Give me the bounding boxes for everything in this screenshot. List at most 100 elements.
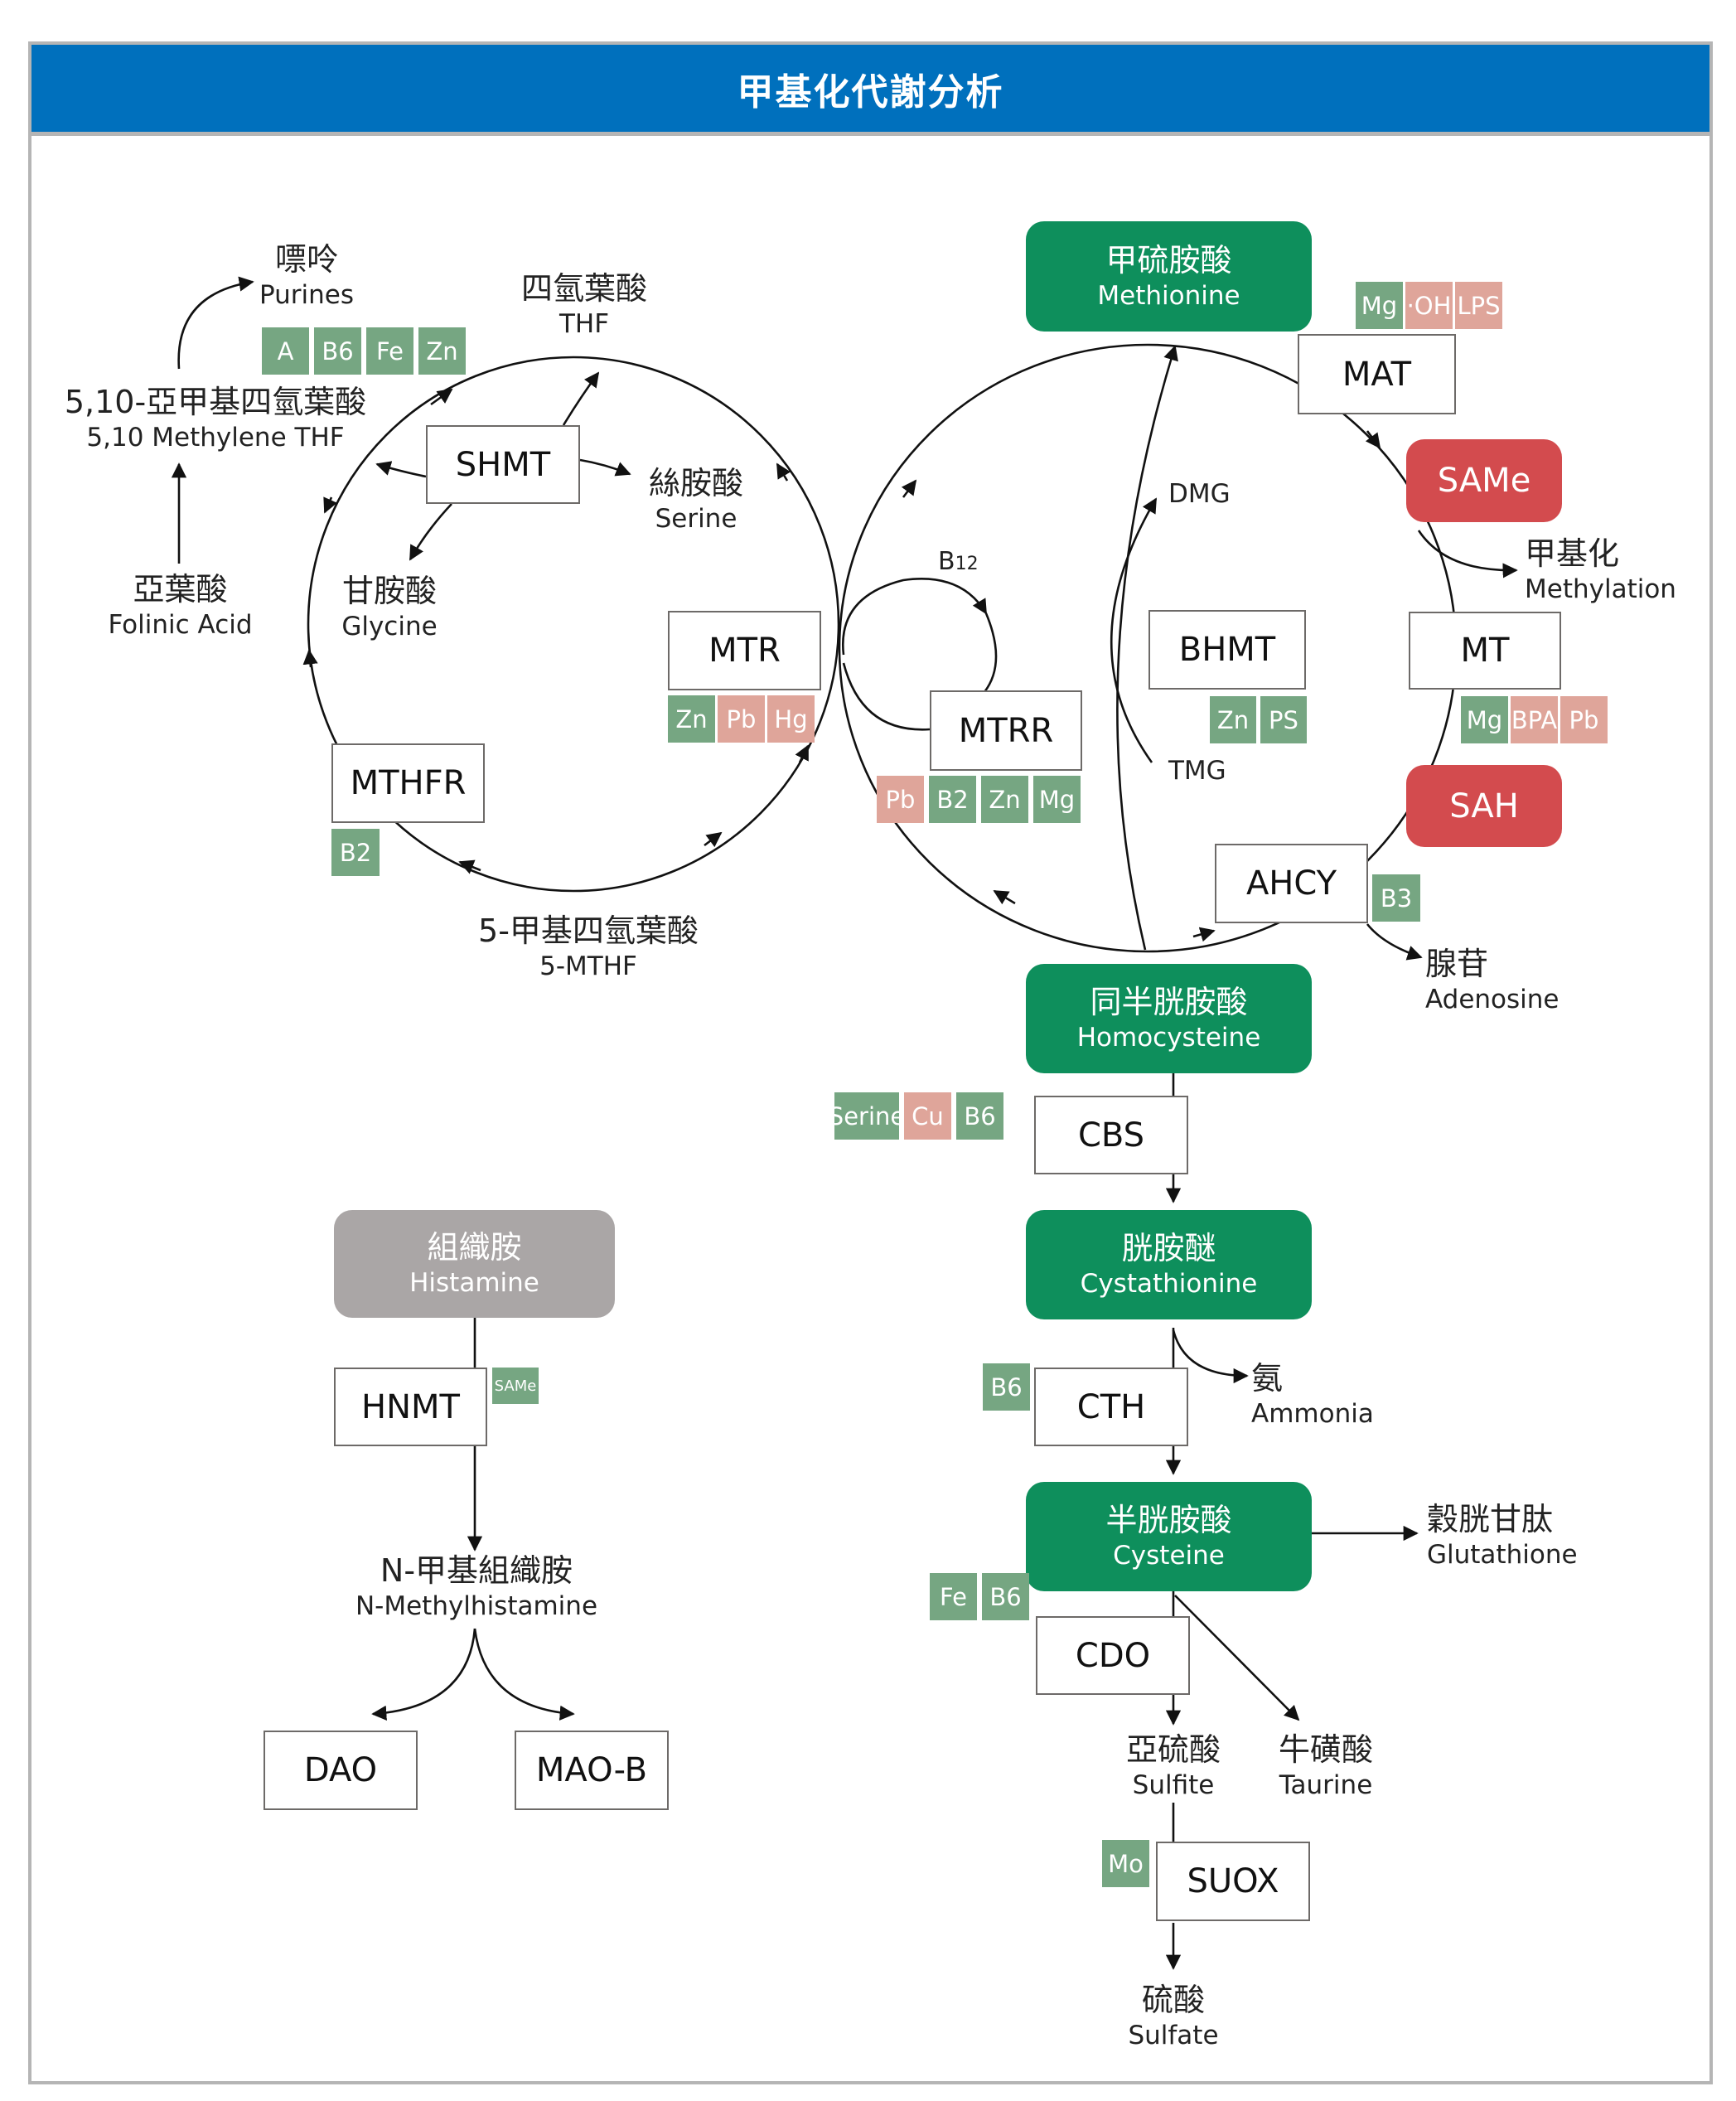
n-methylhistamine-label: N-甲基組織胺 N-Methylhistamine	[355, 1552, 598, 1621]
sulfite-label: 亞硫酸 Sulfite	[1125, 1731, 1221, 1800]
taurine-label: 牛磺酸 Taurine	[1278, 1731, 1373, 1800]
enzyme-ahcy[interactable]: AHCY	[1215, 844, 1368, 923]
folate-ring-arrow	[795, 744, 810, 763]
bhmt-cofactors: Zn PS	[1210, 696, 1307, 743]
purines-label: 嘌呤 Purines	[259, 241, 355, 310]
cofactor-badge: B6	[314, 327, 361, 375]
enzyme-mthfr[interactable]: MTHFR	[331, 743, 485, 823]
enzyme-suox[interactable]: SUOX	[1156, 1842, 1310, 1921]
enzyme-mao-b[interactable]: MAO-B	[515, 1731, 669, 1810]
cofactor-badge: B3	[1372, 874, 1420, 922]
enzyme-mt[interactable]: MT	[1409, 612, 1561, 690]
enzyme-mtrr[interactable]: MTRR	[930, 690, 1082, 771]
folate-ring-arrow	[302, 649, 318, 668]
tmg-label: TMG	[1168, 756, 1226, 786]
cofactor-badge: B2	[331, 829, 380, 876]
b12-loop	[841, 578, 988, 656]
metabolite-homocysteine[interactable]: 同半胱胺酸 Homocysteine	[1026, 964, 1312, 1073]
enzyme-cbs[interactable]: CBS	[1034, 1096, 1188, 1174]
cofactor-badge: Zn	[1210, 696, 1256, 743]
methylation-label: 甲基化 Methylation	[1525, 535, 1676, 604]
metabolite-histamine[interactable]: 組織胺 Histamine	[334, 1210, 615, 1318]
enzyme-shmt[interactable]: SHMT	[426, 425, 580, 504]
cofactor-badge: Mg	[1356, 282, 1403, 329]
enzyme-hnmt[interactable]: HNMT	[334, 1368, 487, 1446]
enzyme-mtr[interactable]: MTR	[668, 611, 821, 690]
mt-cofactors: Mg BPA Pb	[1461, 696, 1608, 743]
inhibitor-badge: Pb	[877, 776, 924, 823]
shmt-to-thf-arrow	[562, 371, 600, 426]
inhibitor-badge: Cu	[904, 1092, 951, 1140]
folinic-acid-label: 亞葉酸 Folinic Acid	[108, 571, 253, 640]
ammonia-label: 氨 Ammonia	[1251, 1360, 1374, 1429]
cofactor-badge: SAMe	[492, 1368, 539, 1404]
cofactor-badge: Fe	[930, 1573, 977, 1620]
adenosine-label: 腺苷 Adenosine	[1425, 946, 1559, 1014]
folate-cycle-ring	[307, 356, 840, 893]
cbs-cofactors: Serine Cu B6	[829, 1092, 1003, 1140]
folate-ring-arrow	[776, 462, 791, 482]
enzyme-bhmt[interactable]: BHMT	[1148, 610, 1306, 690]
cofactor-badge: Mg	[1461, 696, 1508, 743]
inhibitor-badge: Hg	[767, 695, 815, 743]
metabolite-methionine[interactable]: 甲硫胺酸 Methionine	[1026, 221, 1312, 332]
b12-label: B12	[938, 547, 979, 576]
b12-loop-lower	[983, 612, 998, 693]
cofactor-badge: B6	[956, 1092, 1003, 1140]
mthf-label: 5-甲基四氫葉酸 5-MTHF	[478, 913, 699, 981]
inhibitor-badge: BPA	[1511, 696, 1558, 743]
mtr-cofactors: Zn Pb Hg	[668, 695, 815, 743]
cdo-cofactors: Fe B6	[930, 1573, 1029, 1620]
enzyme-cth[interactable]: CTH	[1034, 1368, 1188, 1446]
nmethyl-to-dao-arrow	[371, 1628, 476, 1721]
title-bar: 甲基化代謝分析	[31, 45, 1709, 136]
cofactor-badge: Mo	[1102, 1840, 1149, 1887]
metabolite-cystathionine[interactable]: 胱胺醚 Cystathionine	[1026, 1210, 1312, 1319]
methylene-to-purines-arrow	[177, 276, 254, 370]
glycine-label: 甘胺酸 Glycine	[341, 573, 438, 641]
enzyme-dao[interactable]: DAO	[264, 1731, 418, 1810]
metabolite-sah[interactable]: SAH	[1406, 765, 1562, 847]
methionine-ring-arrow	[1365, 430, 1381, 449]
metabolite-same[interactable]: SAMe	[1406, 439, 1562, 522]
folate-ring-arrow	[430, 388, 453, 406]
ahcy-to-adenosine-arrow	[1366, 923, 1423, 961]
inhibitor-badge: LPS	[1455, 282, 1502, 329]
folate-ring-arrow	[458, 859, 481, 874]
same-to-methylation-arrow	[1417, 530, 1518, 579]
enzyme-mat[interactable]: MAT	[1298, 334, 1456, 414]
shmt-to-methylene-arrow	[375, 461, 427, 478]
glutathione-label: 穀胱甘肽 Glutathione	[1427, 1501, 1578, 1570]
tmg-to-dmg-arrow	[1110, 497, 1158, 763]
shmt-to-serine-arrow	[579, 458, 631, 477]
b12-loop-return	[842, 662, 931, 731]
inhibitor-badge: ·OH	[1405, 282, 1453, 329]
shmt-to-glycine-arrow	[409, 503, 452, 561]
methionine-ring-arrow	[993, 889, 1016, 905]
folate-ring-arrow	[323, 496, 337, 514]
cofactor-badge: Serine	[829, 1092, 905, 1140]
cysteine-to-taurine-arrow	[1174, 1595, 1300, 1721]
bhmt-chord	[1116, 345, 1178, 951]
sulfate-label: 硫酸 Sulfate	[1128, 1982, 1219, 2050]
page-title: 甲基化代謝分析	[737, 70, 1004, 114]
thf-label: 四氫葉酸 THF	[520, 270, 647, 339]
cofactor-badge: Mg	[1033, 776, 1081, 823]
cofactor-badge: B6	[983, 1363, 1030, 1411]
dmg-label: DMG	[1168, 479, 1231, 509]
cofactor-badge: PS	[1260, 696, 1307, 743]
enzyme-cdo[interactable]: CDO	[1036, 1616, 1190, 1695]
inhibitor-badge: Pb	[1560, 696, 1608, 743]
inhibitor-badge: Pb	[718, 695, 765, 743]
serine-label: 絲胺酸 Serine	[648, 465, 743, 534]
metabolite-cysteine[interactable]: 半胱胺酸 Cysteine	[1026, 1482, 1312, 1591]
cofactor-badge: Zn	[981, 776, 1028, 823]
methionine-ring-arrow	[901, 479, 917, 498]
folate-ring-arrow	[704, 831, 723, 848]
cystathionine-to-ammonia-arrow	[1172, 1329, 1249, 1384]
cofactor-badge: Zn	[418, 327, 466, 375]
mat-cofactors: Mg ·OH LPS	[1356, 282, 1502, 329]
cofactor-badge: A	[262, 327, 309, 375]
mtrr-cofactors: Pb B2 Zn Mg	[877, 776, 1081, 823]
